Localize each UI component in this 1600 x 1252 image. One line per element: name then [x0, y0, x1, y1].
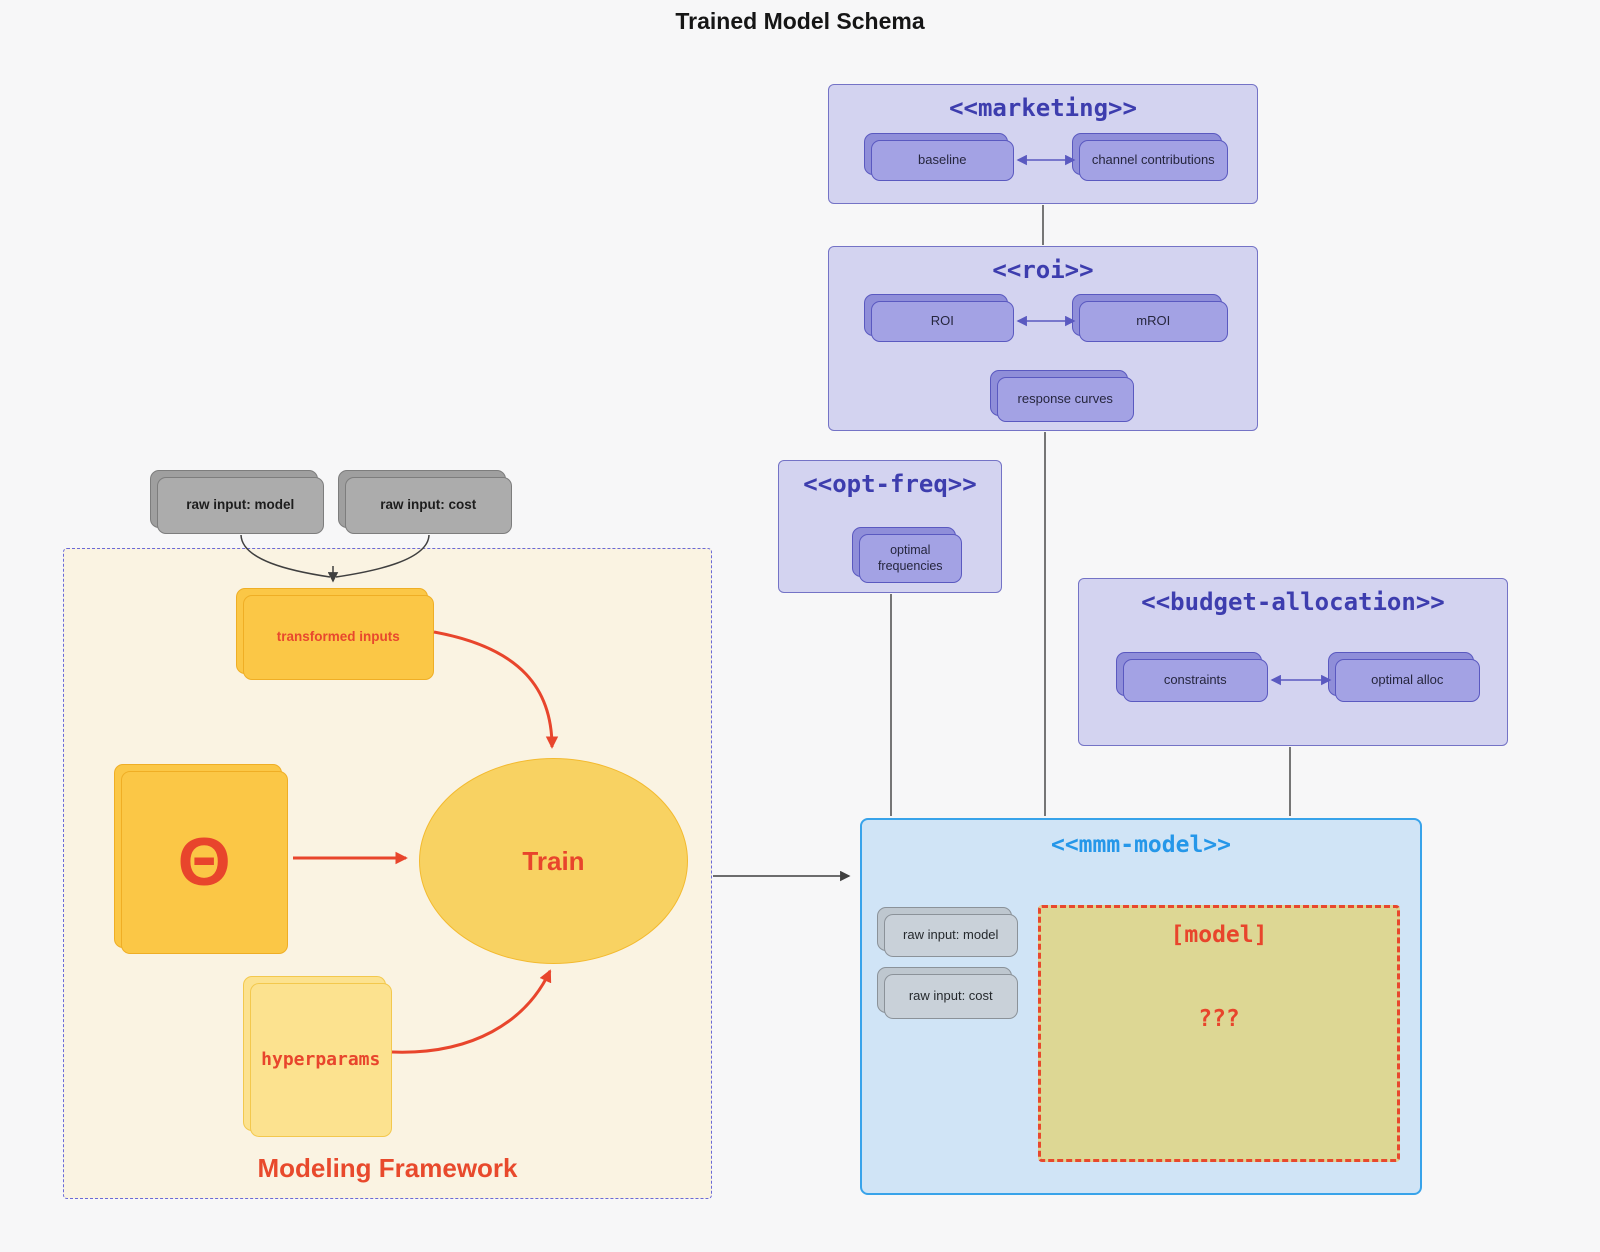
node-mroi-label: mROI: [1136, 312, 1171, 328]
node-constraints-label: constraints: [1163, 671, 1227, 687]
node-hyperparams: hyperparams: [243, 976, 392, 1137]
node-response-curves-label: response curves: [1017, 390, 1113, 406]
node-mmm-raw-input-cost-label: raw input: cost: [908, 987, 993, 1003]
subgraph-roi-title: <<roi>>: [992, 256, 1094, 284]
node-train-ellipse: Train: [419, 758, 688, 964]
node-baseline: baseline: [864, 133, 1014, 181]
node-channel-contributions: channel contributions: [1072, 133, 1228, 181]
node-roi: ROI: [864, 294, 1014, 342]
node-mroi: mROI: [1072, 294, 1228, 342]
node-transformed-inputs: transformed inputs: [236, 588, 434, 680]
subgraph-budget-allocation: <<budget-allocation>> constraints optima…: [1078, 578, 1508, 746]
node-optimal-alloc-label: optimal alloc: [1371, 671, 1444, 687]
node-hyperparams-label: hyperparams: [261, 1049, 381, 1071]
node-mmm-raw-input-model: raw input: model: [877, 907, 1018, 957]
subgraph-marketing: <<marketing>> baseline channel contribut…: [828, 84, 1258, 204]
node-train-label: Train: [522, 845, 585, 876]
node-model-unknown-label: ???: [1198, 1006, 1240, 1032]
subgraph-opt-freq-title: <<opt-freq>>: [803, 470, 977, 498]
node-transformed-inputs-label: transformed inputs: [276, 629, 400, 645]
node-raw-input-cost-label: raw input: cost: [380, 497, 477, 513]
node-theta: Θ: [114, 764, 288, 954]
node-response-curves: response curves: [990, 370, 1134, 422]
node-raw-input-model: raw input: model: [150, 470, 324, 534]
node-optimal-frequencies-label: optimal frequencies: [877, 543, 943, 574]
subgraph-marketing-title: <<marketing>>: [949, 94, 1137, 122]
subgraph-budget-allocation-title: <<budget-allocation>>: [1141, 588, 1445, 616]
node-channel-contributions-label: channel contributions: [1091, 151, 1215, 167]
page-title: Trained Model Schema: [675, 8, 925, 34]
node-theta-label: Θ: [177, 824, 231, 901]
subgraph-mmm-model-title: <<mmm-model>>: [1050, 832, 1231, 858]
subgraph-roi: <<roi>> ROI mROI response curves: [828, 246, 1258, 431]
node-roi-label: ROI: [930, 312, 954, 328]
node-mmm-raw-input-model-label: raw input: model: [903, 926, 999, 942]
node-optimal-alloc: optimal alloc: [1328, 652, 1480, 702]
node-optimal-frequencies: optimal frequencies: [852, 527, 962, 583]
node-raw-input-cost: raw input: cost: [338, 470, 512, 534]
node-model-placeholder-label: [model]: [1170, 922, 1268, 948]
node-raw-input-model-label: raw input: model: [186, 497, 295, 513]
subgraph-opt-freq: <<opt-freq>> optimal frequencies: [778, 460, 1002, 593]
node-baseline-label: baseline: [918, 151, 967, 167]
node-model-placeholder: [model] ???: [1038, 905, 1400, 1162]
modeling-framework-label: Modeling Framework: [257, 1153, 518, 1183]
node-constraints: constraints: [1116, 652, 1268, 702]
node-mmm-raw-input-cost: raw input: cost: [877, 967, 1018, 1019]
subgraph-mmm-model: <<mmm-model>> raw input: model raw input…: [860, 818, 1422, 1195]
subgraph-modeling-framework: transformed inputs Θ Train hyperparams M…: [63, 548, 712, 1199]
